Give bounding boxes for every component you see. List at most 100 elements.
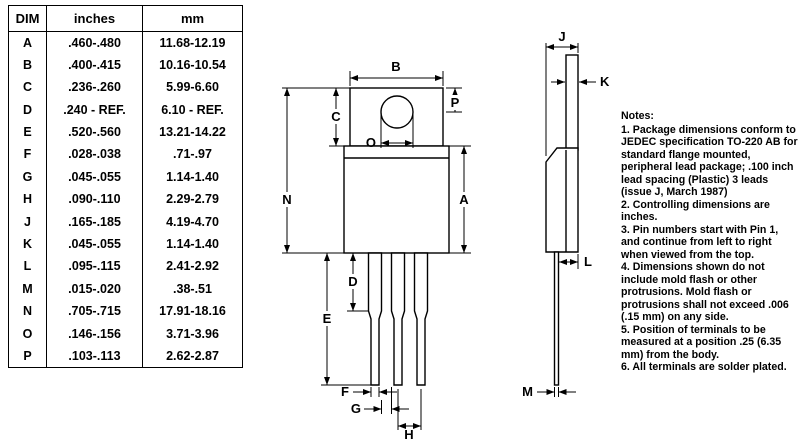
- dim-label-k: K: [600, 74, 610, 89]
- inches-value: .028-.038: [46, 143, 143, 166]
- inches-value: .165-.185: [46, 210, 143, 234]
- mm-value: 1.14-1.40: [142, 165, 243, 189]
- side-lead: [553, 251, 560, 386]
- table-row: F.028-.038.71-.97: [8, 143, 243, 166]
- col-header-inches: inches: [46, 5, 143, 32]
- mm-value: 2.29-2.79: [142, 188, 243, 211]
- dim-label-b: B: [391, 59, 400, 74]
- dim-label-e: E: [323, 311, 332, 326]
- dim-letter: M: [8, 277, 47, 301]
- dim-letter: L: [8, 255, 47, 278]
- inches-value: .705-.715: [46, 300, 143, 323]
- dim-label-o: O: [366, 135, 376, 150]
- mm-value: 4.19-4.70: [142, 210, 243, 234]
- dim-letter: O: [8, 322, 47, 345]
- note-item-4: 4. Dimensions shown do not include mold …: [621, 261, 789, 323]
- side-body: [545, 147, 579, 253]
- dim-label-a: A: [459, 192, 469, 207]
- dim-letter: D: [8, 98, 47, 122]
- dim-letter: K: [8, 233, 47, 256]
- lead-3: [413, 252, 429, 386]
- dim-letter: B: [8, 53, 47, 77]
- front-view: [343, 87, 450, 386]
- lead-2: [390, 252, 406, 386]
- dim-letter: J: [8, 210, 47, 234]
- inches-value: .240 - REF.: [46, 98, 143, 122]
- mm-value: 1.14-1.40: [142, 233, 243, 256]
- lead-1: [367, 252, 383, 386]
- notes-panel: Notes: 1. Package dimensions conform to …: [621, 110, 799, 374]
- dim-label-m: M: [522, 384, 533, 399]
- dim-label-c: C: [331, 109, 341, 124]
- inches-value: .095-.115: [46, 255, 143, 278]
- mm-value: .71-.97: [142, 143, 243, 166]
- side-view: [545, 54, 579, 386]
- dim-letter: G: [8, 165, 47, 189]
- inches-value: .090-.110: [46, 188, 143, 211]
- dim-label-n: N: [282, 192, 291, 207]
- table-row: M.015-.020.38-.51: [8, 277, 243, 301]
- package-body: [343, 145, 450, 254]
- col-header-dim: DIM: [8, 5, 47, 32]
- inches-value: .045-.055: [46, 165, 143, 189]
- dim-letter: C: [8, 76, 47, 99]
- inches-value: .015-.020: [46, 277, 143, 301]
- notes-title: Notes:: [621, 110, 654, 122]
- mm-value: 5.99-6.60: [142, 76, 243, 99]
- inches-value: .460-.480: [46, 31, 143, 54]
- note-item-5: 5. Position of terminals to be measured …: [621, 323, 782, 361]
- mm-value: 17.91-18.16: [142, 300, 243, 323]
- mm-value: 3.71-3.96: [142, 322, 243, 345]
- dim-letter: P: [8, 344, 47, 368]
- dim-letter: N: [8, 300, 47, 323]
- dim-label-f: F: [341, 384, 349, 399]
- table-row: D.240 - REF.6.10 - REF.: [8, 98, 243, 122]
- dim-letter: F: [8, 143, 47, 166]
- col-header-mm: mm: [142, 5, 243, 32]
- inches-value: .400-.415: [46, 53, 143, 77]
- table-header-row: DIM inches mm: [8, 5, 243, 32]
- inches-value: .520-.560: [46, 121, 143, 144]
- inches-value: .045-.055: [46, 233, 143, 256]
- dimension-labels: B C N P A O D E F G H J K L M: [279, 29, 610, 442]
- dim-label-g: G: [351, 401, 361, 416]
- dim-letter: H: [8, 188, 47, 211]
- mm-value: 2.41-2.92: [142, 255, 243, 278]
- inches-value: .236-.260: [46, 76, 143, 99]
- dim-letter: A: [8, 31, 47, 54]
- note-item-6: 6. All terminals are solder plated.: [621, 361, 787, 373]
- mm-value: 2.62-2.87: [142, 344, 243, 368]
- note-item-1: 1. Package dimensions conform to JEDEC s…: [621, 123, 798, 199]
- dim-letter: E: [8, 121, 47, 144]
- mm-value: 6.10 - REF.: [142, 98, 243, 122]
- dim-label-j: J: [558, 29, 565, 44]
- note-item-2: 2. Controlling dimensions are inches.: [621, 198, 770, 224]
- mounting-hole: [380, 95, 414, 129]
- dim-label-h: H: [404, 427, 413, 442]
- mm-value: .38-.51: [142, 277, 243, 301]
- side-view-dimensions: [537, 43, 596, 397]
- dim-label-l: L: [584, 254, 592, 269]
- mm-value: 11.68-12.19: [142, 31, 243, 54]
- mm-value: 10.16-10.54: [142, 53, 243, 77]
- note-item-3: 3. Pin numbers start with Pin 1, and con…: [621, 223, 779, 261]
- mm-value: 13.21-14.22: [142, 121, 243, 144]
- inches-value: .103-.113: [46, 344, 143, 368]
- side-tab: [565, 54, 579, 151]
